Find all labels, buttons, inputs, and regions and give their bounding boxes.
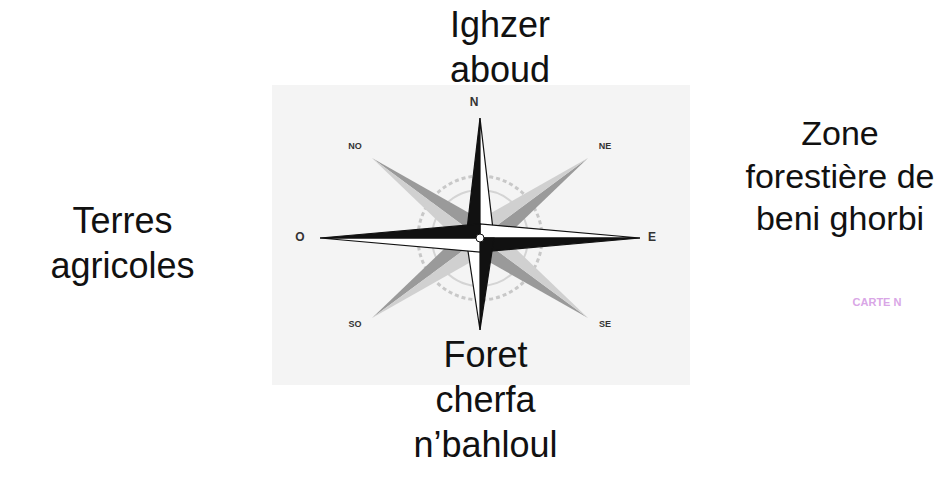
- compass-letter: NE: [590, 142, 620, 151]
- compass-letter: N: [464, 96, 484, 108]
- place-label: Terres agricoles: [35, 198, 210, 288]
- place-label: Ighzer aboud: [415, 2, 585, 92]
- compass-letter: SO: [340, 320, 370, 329]
- place-label: Foret cherfa n’bahloul: [398, 332, 573, 467]
- compass-letter: O: [290, 231, 310, 243]
- map-title-fragment: CARTE N: [822, 296, 932, 310]
- compass-letter: NO: [340, 142, 370, 151]
- cardinal-points: [320, 118, 640, 330]
- place-label: Zone forestière de beni ghorbi: [745, 112, 935, 240]
- compass-letter: SE: [590, 320, 620, 329]
- compass-center: [476, 234, 484, 242]
- compass-letter: E: [642, 231, 662, 243]
